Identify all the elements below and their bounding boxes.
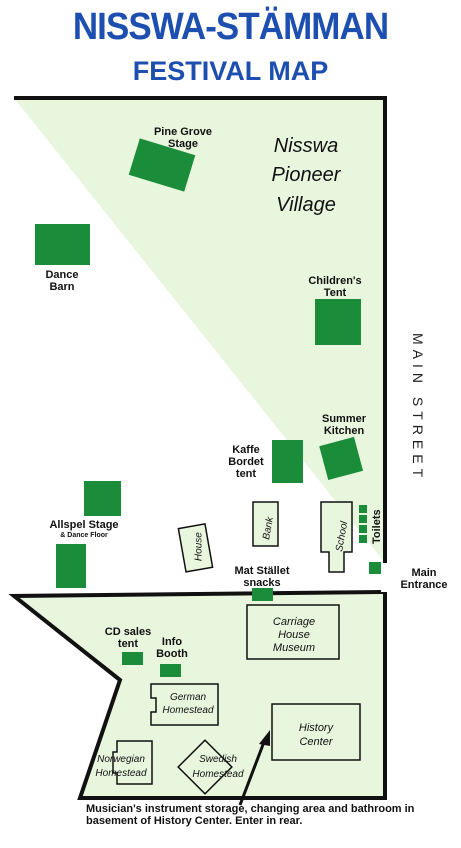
main-street-label: MAIN STREET — [410, 333, 426, 482]
german-label-1: German — [170, 692, 207, 703]
cd-sales-tent[interactable] — [122, 652, 143, 665]
kaffe-bordet-label-3: tent — [236, 468, 257, 480]
german-label-2: Homestead — [162, 705, 214, 716]
childrens-tent[interactable] — [315, 299, 361, 345]
norwegian-label-2: Homestead — [95, 768, 147, 779]
map-title: NISSWA-STÄMMAN — [72, 6, 389, 48]
childrens-tent-label-2: Tent — [324, 287, 347, 299]
summer-kitchen[interactable] — [319, 436, 364, 481]
mat-stallet-label-2: snacks — [243, 577, 280, 589]
dance-barn-label-2: Barn — [49, 281, 74, 293]
allspel-dance-floor-label: & Dance Floor — [60, 532, 108, 539]
swedish-homestead[interactable]: Swedish Homestead — [177, 739, 244, 795]
allspel-stage[interactable] — [84, 481, 121, 516]
info-booth-label-1: Info — [162, 636, 182, 648]
mat-stallet-label-1: Mat Stället — [234, 565, 289, 577]
toilets-label: Toilets — [371, 509, 383, 544]
carriage-house-label-3: Museum — [273, 642, 315, 654]
bank-label: Bank — [261, 515, 276, 540]
main-entrance-label-1: Main — [411, 567, 436, 579]
cd-sales-label-2: tent — [118, 638, 139, 650]
pine-grove-label-2: Stage — [168, 138, 198, 150]
summer-kitchen-label-1: Summer — [322, 413, 367, 425]
dance-barn[interactable] — [35, 224, 90, 265]
swedish-label-2: Homestead — [192, 769, 244, 780]
history-center-label-1: History — [299, 722, 335, 734]
cd-sales-label-1: CD sales — [105, 626, 151, 638]
dance-barn-label-1: Dance — [45, 269, 78, 281]
kaffe-bordet-tent[interactable] — [272, 440, 303, 483]
childrens-tent-label-1: Children's — [308, 275, 361, 287]
carriage-house-label-1: Carriage — [273, 616, 315, 628]
mat-stallet-snacks[interactable] — [252, 588, 273, 601]
history-center[interactable]: History Center — [271, 703, 361, 761]
village-label-2: Pioneer — [272, 164, 342, 186]
map-subtitle: FESTIVAL MAP — [132, 56, 329, 86]
kaffe-bordet-label-2: Bordet — [228, 456, 264, 468]
history-center-arrow — [238, 730, 270, 806]
norwegian-label-1: Norwegian — [97, 754, 145, 765]
carriage-house-museum[interactable]: Carriage House Museum — [246, 604, 340, 660]
house-label: House — [193, 532, 204, 561]
kaffe-bordet-label-1: Kaffe — [232, 444, 260, 456]
allspel-dance-floor[interactable] — [56, 544, 86, 588]
swedish-label-1: Swedish — [199, 754, 237, 765]
info-booth[interactable] — [160, 664, 181, 677]
info-booth-label-2: Booth — [156, 648, 188, 660]
german-homestead[interactable]: German Homestead — [150, 683, 219, 726]
school-label: School — [334, 520, 350, 553]
main-entrance-label-2: Entrance — [400, 579, 447, 591]
village-label-3: Village — [276, 194, 336, 216]
summer-kitchen-label-2: Kitchen — [324, 425, 365, 437]
pine-grove-stage[interactable] — [128, 138, 196, 192]
footer-note: Musician's instrument storage, changing … — [86, 803, 415, 827]
pine-grove-label-1: Pine Grove — [154, 126, 212, 138]
village-label-1: Nisswa — [274, 135, 338, 157]
house-building[interactable]: House — [177, 523, 214, 573]
allspel-stage-label: Allspel Stage — [49, 519, 118, 531]
history-center-label-2: Center — [299, 736, 333, 748]
school-building[interactable]: School — [320, 501, 353, 573]
bank-building[interactable]: Bank — [252, 501, 279, 547]
norwegian-homestead[interactable]: Norwegian Homestead — [95, 740, 153, 785]
carriage-house-label-2: House — [278, 629, 310, 641]
toilets[interactable] — [359, 505, 367, 543]
main-entrance-marker[interactable] — [369, 562, 381, 574]
